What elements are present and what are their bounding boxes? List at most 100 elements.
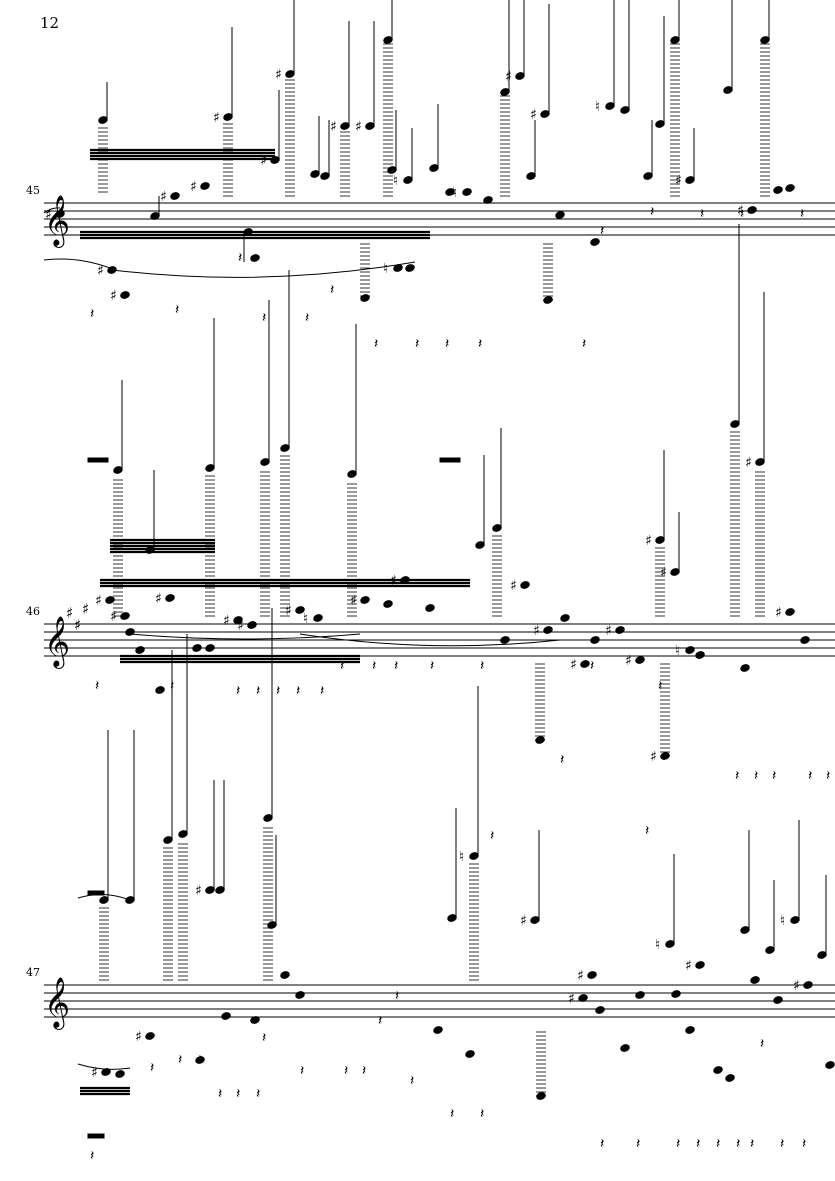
measure-number-45: 45 (26, 184, 40, 197)
slur (43, 258, 111, 269)
slur (111, 261, 416, 278)
rest: 𝄽 (772, 768, 776, 784)
rest: 𝄽 (445, 336, 449, 352)
notehead (192, 644, 202, 652)
notehead (125, 628, 135, 636)
accidental: ♯ (645, 533, 652, 549)
accidental: ♯ (110, 609, 117, 625)
notehead (825, 1061, 835, 1069)
notehead (560, 614, 570, 622)
clefs: 𝄞𝄞𝄞♯♯♯ (44, 195, 89, 1030)
rest: 𝄽 (372, 658, 376, 674)
accidental: ♯ (95, 593, 102, 609)
accidental: ♮ (303, 611, 308, 627)
notehead (785, 184, 795, 192)
rest: 𝄽 (800, 206, 804, 222)
notehead (615, 626, 625, 634)
notehead (195, 1056, 205, 1064)
notehead (750, 976, 760, 984)
accidental: ♯ (570, 657, 577, 673)
notehead (360, 294, 370, 302)
rest: 𝄽 (150, 1060, 154, 1076)
accidental: ♯ (745, 455, 752, 471)
rest: 𝄽 (658, 678, 662, 694)
notehead (800, 636, 810, 644)
accidental: ♮ (459, 849, 464, 865)
slur (129, 633, 361, 640)
accidental: ♯ (625, 653, 632, 669)
accidental: ♮ (383, 261, 388, 277)
notehead (360, 596, 370, 604)
rest: 𝄽 (736, 1136, 740, 1152)
rest: 𝄽 (256, 1086, 260, 1102)
treble-clef: 𝄞 (44, 616, 70, 669)
accidental: ♯ (260, 153, 267, 169)
rest: 𝄽 (696, 1136, 700, 1152)
rest: 𝄽 (826, 768, 830, 784)
accidental: ♯ (505, 69, 512, 85)
accidental: ♯ (91, 1065, 98, 1081)
notation: ♯ ♯ ♯ ♯ ♯ ♯ ♯ ♯ ♮ ♮ ♯ ♯ ♮ ♯ ♯ ♯ ♯ ♮ 𝄽 𝄽 𝄽 𝄽 𝄽 𝄽 𝄽 𝄽 𝄽 𝄽 𝄽 𝄽 𝄽 𝄽 𝄽 𝄽 ♯ ♯ ♯ ♯ ♯ ♯… (43, 0, 835, 1164)
rest: 𝄽 (802, 1136, 806, 1152)
notehead (725, 1074, 735, 1082)
notehead (580, 660, 590, 668)
rest: 𝄽 (650, 204, 654, 220)
rest: 𝄽 (95, 678, 99, 694)
accidental: ♯ (520, 913, 527, 929)
accidental: ♯ (97, 263, 104, 279)
rest: 𝄽 (754, 768, 758, 784)
accidental: ♮ (675, 643, 680, 659)
notehead (803, 981, 813, 989)
notehead (587, 971, 597, 979)
notehead (295, 606, 305, 614)
treble-clef: 𝄞 (44, 195, 70, 248)
notehead (590, 238, 600, 246)
notehead (520, 581, 530, 589)
rest: 𝄽 (262, 310, 266, 326)
rest: 𝄽 (340, 658, 344, 674)
accidental: ♯ (285, 603, 292, 619)
rest: 𝄽 (735, 768, 739, 784)
notehead (120, 291, 130, 299)
notehead (247, 621, 257, 629)
accidental: ♯ (737, 203, 744, 219)
rest: 𝄽 (305, 310, 309, 326)
accidental: ♯ (510, 578, 517, 594)
accidental: ♯ (355, 119, 362, 135)
rest: 𝄽 (378, 1013, 382, 1029)
rest: 𝄽 (198, 1052, 202, 1068)
notehead (170, 192, 180, 200)
accidental: ♮ (393, 173, 398, 189)
notehead (785, 608, 795, 616)
notehead (105, 596, 115, 604)
notehead (120, 612, 130, 620)
rest: 𝄽 (178, 1052, 182, 1068)
notehead (165, 594, 175, 602)
notehead (250, 254, 260, 262)
notehead (635, 991, 645, 999)
rest: 𝄽 (320, 683, 324, 699)
slur (77, 1063, 131, 1070)
rest: 𝄽 (276, 683, 280, 699)
rest: 𝄽 (480, 658, 484, 674)
notehead (713, 1066, 723, 1074)
rest: 𝄽 (218, 1086, 222, 1102)
rest: 𝄽 (430, 658, 434, 674)
accidental: ♯ (660, 565, 667, 581)
notehead (145, 1032, 155, 1040)
accidental: ♯ (110, 288, 117, 304)
accidental: ♯ (533, 623, 540, 639)
rest: 𝄽 (262, 1030, 266, 1046)
rest: 𝄽 (415, 336, 419, 352)
notehead (425, 604, 435, 612)
rest: 𝄽 (582, 336, 586, 352)
accidental: ♯ (275, 67, 282, 83)
rest: 𝄽 (750, 1136, 754, 1152)
rest: 𝄽 (450, 1106, 454, 1122)
accidental: ♯ (675, 173, 682, 189)
accidental: ♯ (650, 749, 657, 765)
rest: 𝄽 (716, 1136, 720, 1152)
rest: 𝄽 (410, 1073, 414, 1089)
accidental: ♯ (155, 591, 162, 607)
notehead (620, 1044, 630, 1052)
